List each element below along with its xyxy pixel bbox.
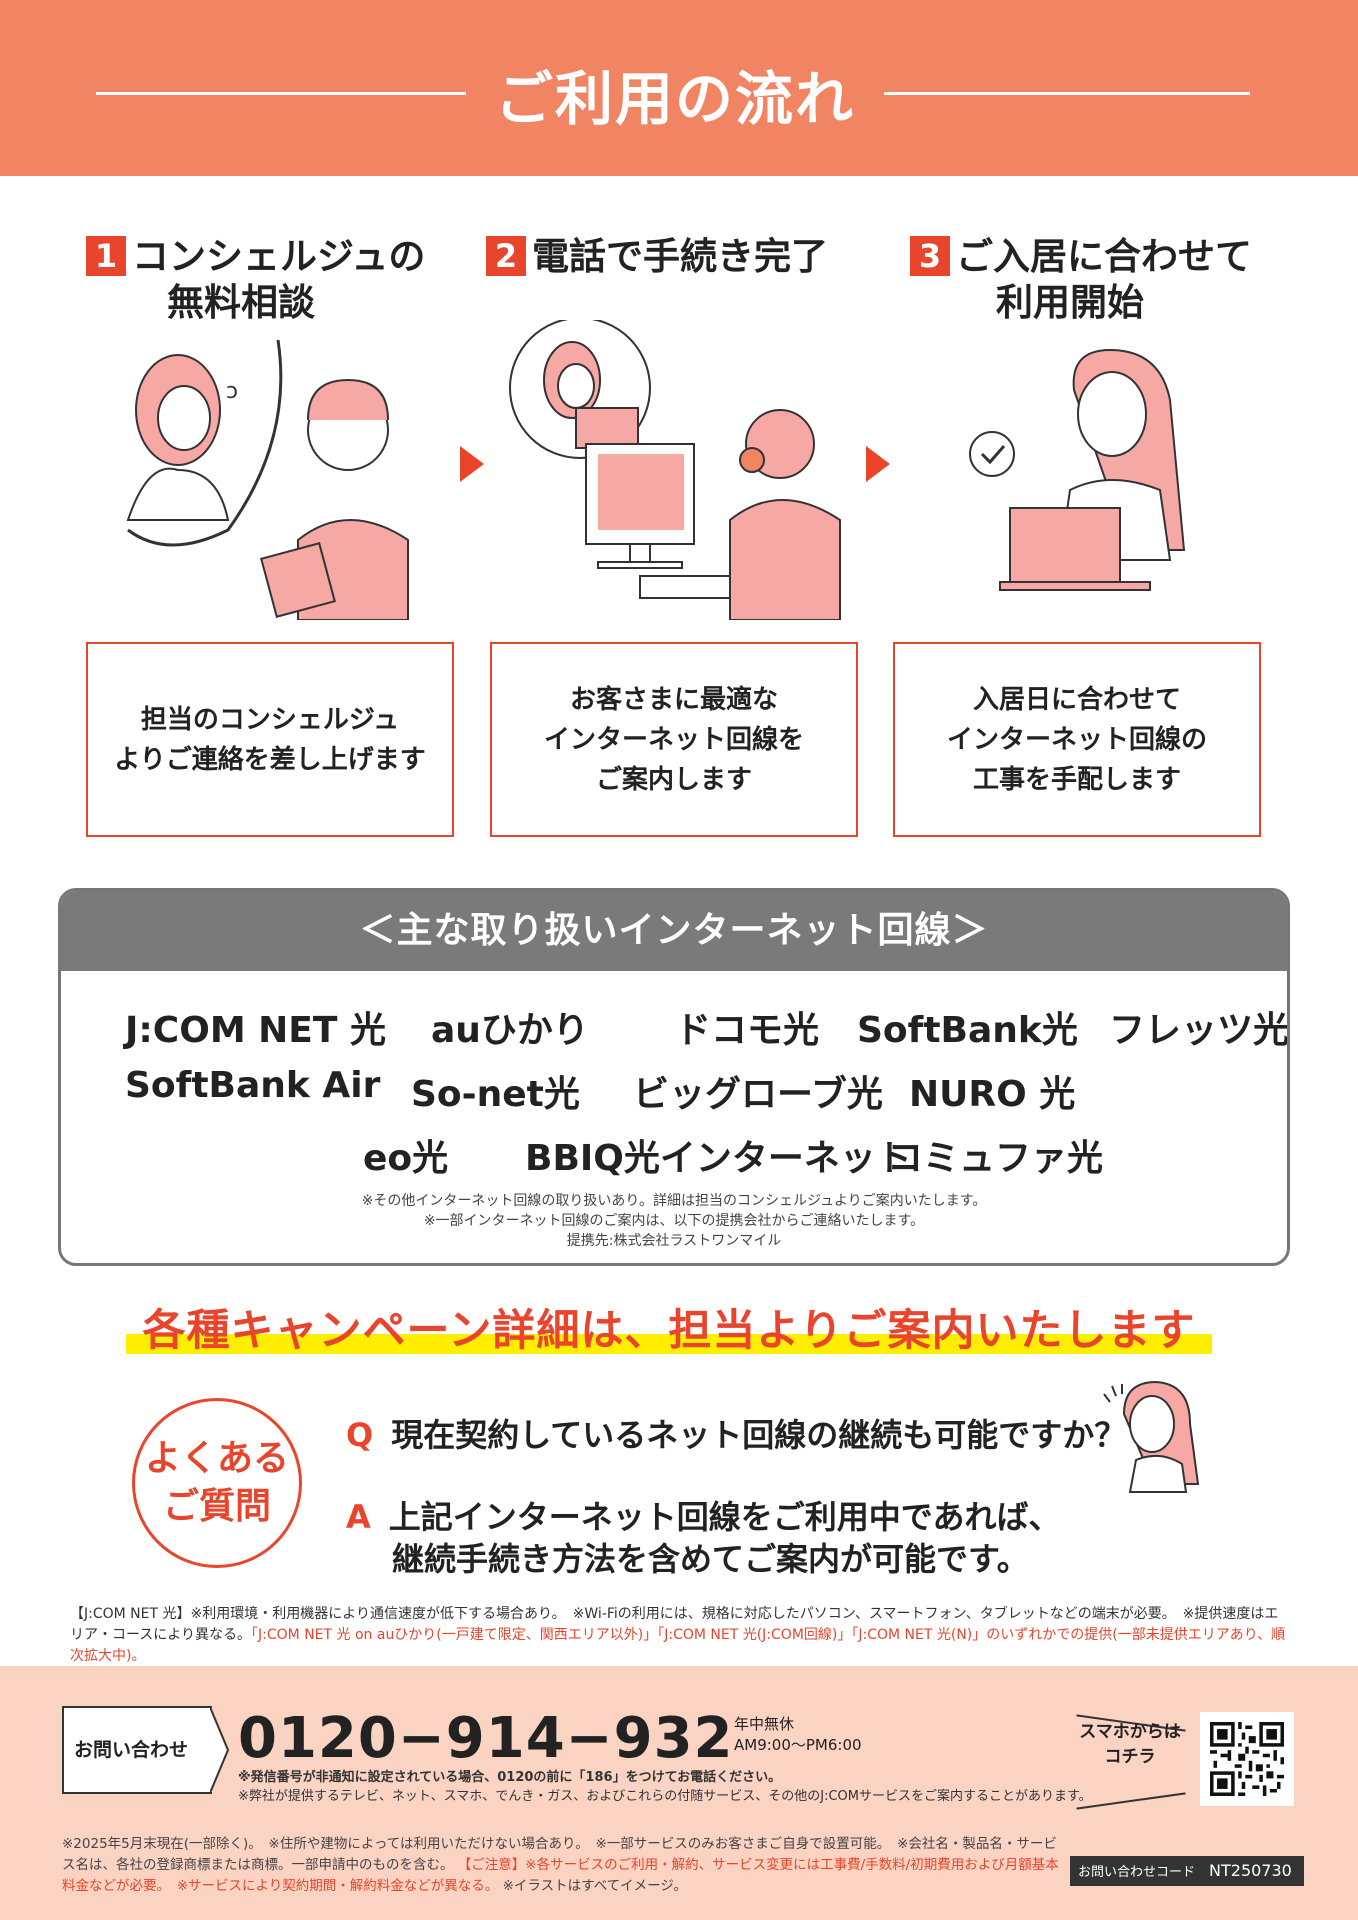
header-banner: ご利用の流れ — [0, 0, 1358, 176]
inquiry-code-label: お問い合わせコード — [1078, 1865, 1196, 1880]
bottom-note-3: ※イラストはすべてイメージ。 — [502, 1878, 687, 1894]
line-item: SoftBank光 — [857, 1010, 1078, 1051]
contact-tag-arrow-icon — [210, 1706, 230, 1794]
campaign-text: 各種キャンペーン詳細は、担当よりご案内いたします — [142, 1306, 1196, 1356]
fine-print-red: 「J:COM NET 光 on auひかり(一戸建て限定、関西エリア以外)」「J… — [70, 1627, 1286, 1664]
panel-note-3: 提携先:株式会社ラストワンマイル — [566, 1233, 782, 1249]
smartphone-label: スマホからは コチラ — [1070, 1720, 1190, 1770]
inquiry-code-value: NT250730 — [1209, 1861, 1292, 1880]
step-2-title-line1: 電話で手続き完了 — [532, 235, 828, 278]
svg-text:ɔ: ɔ — [226, 379, 238, 404]
qr-code[interactable] — [1200, 1712, 1294, 1806]
line-item: auひかり — [431, 1010, 589, 1051]
panel-heading: ＜主な取り扱いインターネット回線＞ — [61, 891, 1287, 971]
phone-procedure-illustration — [509, 320, 841, 620]
step-2-desc-line2: インターネット回線を — [543, 724, 804, 755]
step-2-desc-line1: お客さまに最適な — [569, 684, 778, 715]
bottom-notes: ※2025年5月末現在(一部除く)。 ※住所や建物によっては利用いただけない場合… — [62, 1834, 1066, 1897]
phone-notes: ※発信番号が非通知に設定されている場合、0120の前に「186」をつけてお電話く… — [238, 1768, 1092, 1806]
inquiry-code: お問い合わせコード NT250730 — [1070, 1856, 1304, 1886]
faq-answer: A 上記インターネット回線をご利用中であれば、 継続手続き方法を含めてご案内が可能… — [346, 1496, 1060, 1580]
step-3-desc-line1: 入居日に合わせて — [972, 684, 1181, 715]
step-arrow-2 — [866, 446, 890, 482]
step-2-number: 2 — [486, 236, 526, 276]
step-3-desc-line2: インターネット回線の — [946, 724, 1207, 755]
internet-lines-panel: ＜主な取り扱いインターネット回線＞ J:COM NET 光 auひかり ドコモ光… — [58, 888, 1290, 1266]
line-item: So-net光 — [411, 1074, 580, 1115]
hours-line-1: 年中無休 — [734, 1715, 795, 1733]
line-item: J:COM NET 光 — [125, 1010, 386, 1051]
page-title: ご利用の流れ — [494, 65, 855, 133]
step-1-desc-line1: 担当のコンシェルジュ — [140, 704, 400, 735]
hours-line-2: AM9:00〜PM6:00 — [734, 1736, 862, 1754]
step-1-title-line2: 無料相談 — [167, 281, 315, 324]
question-text: 現在契約しているネット回線の継続も可能ですか？ — [391, 1416, 1127, 1454]
concierge-call-illustration: ɔ — [126, 339, 409, 620]
phone-note-1: ※発信番号が非通知に設定されている場合、0120の前に「186」をつけてお電話く… — [238, 1770, 782, 1785]
answer-line-1: 上記インターネット回線をご利用中であれば、 — [388, 1498, 1061, 1536]
phone-number[interactable]: 0120−914−932 — [238, 1706, 734, 1771]
line-item: ビッグローブ光 — [633, 1074, 883, 1115]
step-3-title-line1: ご入居に合わせて — [956, 235, 1252, 278]
faq-badge: よくある ご質問 — [132, 1398, 302, 1568]
header-rule-right — [884, 92, 1250, 95]
line-item: ドコモ光 — [675, 1010, 820, 1051]
smartphone-line-2: コチラ — [1104, 1747, 1156, 1767]
step-3-title-line2: 利用開始 — [996, 281, 1144, 324]
campaign-highlight — [126, 1334, 1212, 1354]
step-1-number: 1 — [86, 236, 126, 276]
panel-note-1: ※その他インターネット回線の取り扱いあり。詳細は担当のコンシェルジュよりご案内い… — [361, 1193, 987, 1209]
line-item: eo光 — [363, 1138, 449, 1179]
line-item: NURO 光 — [909, 1074, 1076, 1115]
thinking-woman-illustration — [1103, 1380, 1200, 1493]
bottom-note-1: ※2025年5月末現在(一部除く)。 ※住所や建物によっては利用いただけない場合… — [62, 1836, 1057, 1873]
business-hours: 年中無休 AM9:00〜PM6:00 — [734, 1714, 862, 1756]
fine-print: 【J:COM NET 光】※利用環境・利用機器により通信速度が低下する場合あり。… — [70, 1604, 1292, 1667]
line-item: コミュファ光 — [887, 1138, 1104, 1179]
start-using-illustration — [969, 348, 1186, 591]
faq-badge-line1: よくある — [144, 1438, 289, 1479]
qr-code-icon — [1210, 1722, 1284, 1796]
step-arrow-1 — [460, 446, 484, 482]
step-3-desc-line3: 工事を手配します — [972, 764, 1181, 795]
fine-print-main: 【J:COM NET 光】※利用環境・利用機器により通信速度が低下する場合あり。… — [70, 1606, 1279, 1643]
faq-question: Q 現在契約しているネット回線の継続も可能ですか？ — [346, 1414, 1126, 1456]
phone-note-2: ※弊社が提供するテレビ、ネット、スマホ、でんき・ガス、およびこれらの付随サービス… — [238, 1789, 1092, 1804]
smartphone-line-1: スマホからは — [1079, 1722, 1181, 1742]
answer-mark-label: A — [346, 1498, 371, 1536]
bottom-note-caution: 【ご注意】※各サービスのご利用・解約、サービス変更には工事費/手数料/初期費用お… — [62, 1857, 1059, 1894]
header-rule-left — [96, 92, 466, 95]
contact-tag: お問い合わせ — [62, 1706, 212, 1794]
step-2-description: お客さまに最適なインターネット回線をご案内します — [490, 642, 858, 837]
step-3-description: 入居日に合わせてインターネット回線の工事を手配します — [893, 642, 1261, 837]
step-3-number: 3 — [910, 236, 950, 276]
step-1-title-line1: コンシェルジュの — [132, 235, 426, 278]
lines-row-3: eo光 BBIQ光インターネット コミュファ光 — [125, 1129, 1225, 1179]
lines-row-1: J:COM NET 光 auひかり ドコモ光 SoftBank光 フレッツ光 — [125, 1001, 1287, 1051]
faq-badge-line2: ご質問 — [162, 1486, 271, 1527]
question-mark-label: Q — [346, 1416, 374, 1454]
lines-row-2: SoftBank Air So-net光 ビッグローブ光 NURO 光 — [125, 1065, 1225, 1115]
answer-line-2: 継続手続き方法を含めてご案内が可能です。 — [392, 1540, 1029, 1578]
line-item: BBIQ光インターネット — [525, 1138, 912, 1179]
campaign-banner: 各種キャンペーン詳細は、担当よりご案内いたします — [126, 1296, 1212, 1358]
panel-notes: ※その他インターネット回線の取り扱いあり。詳細は担当のコンシェルジュよりご案内い… — [61, 1191, 1287, 1251]
panel-note-2: ※一部インターネット回線のご案内は、以下の提携会社からご連絡いたします。 — [423, 1213, 925, 1229]
line-item: フレッツ光 — [1109, 1010, 1290, 1051]
step-1-desc-line2: よりご連絡を差し上げます — [114, 744, 426, 775]
step-1-description: 担当のコンシェルジュよりご連絡を差し上げます — [86, 642, 454, 837]
line-item: SoftBank Air — [125, 1065, 381, 1106]
step-2-desc-line3: ご案内します — [595, 764, 752, 795]
